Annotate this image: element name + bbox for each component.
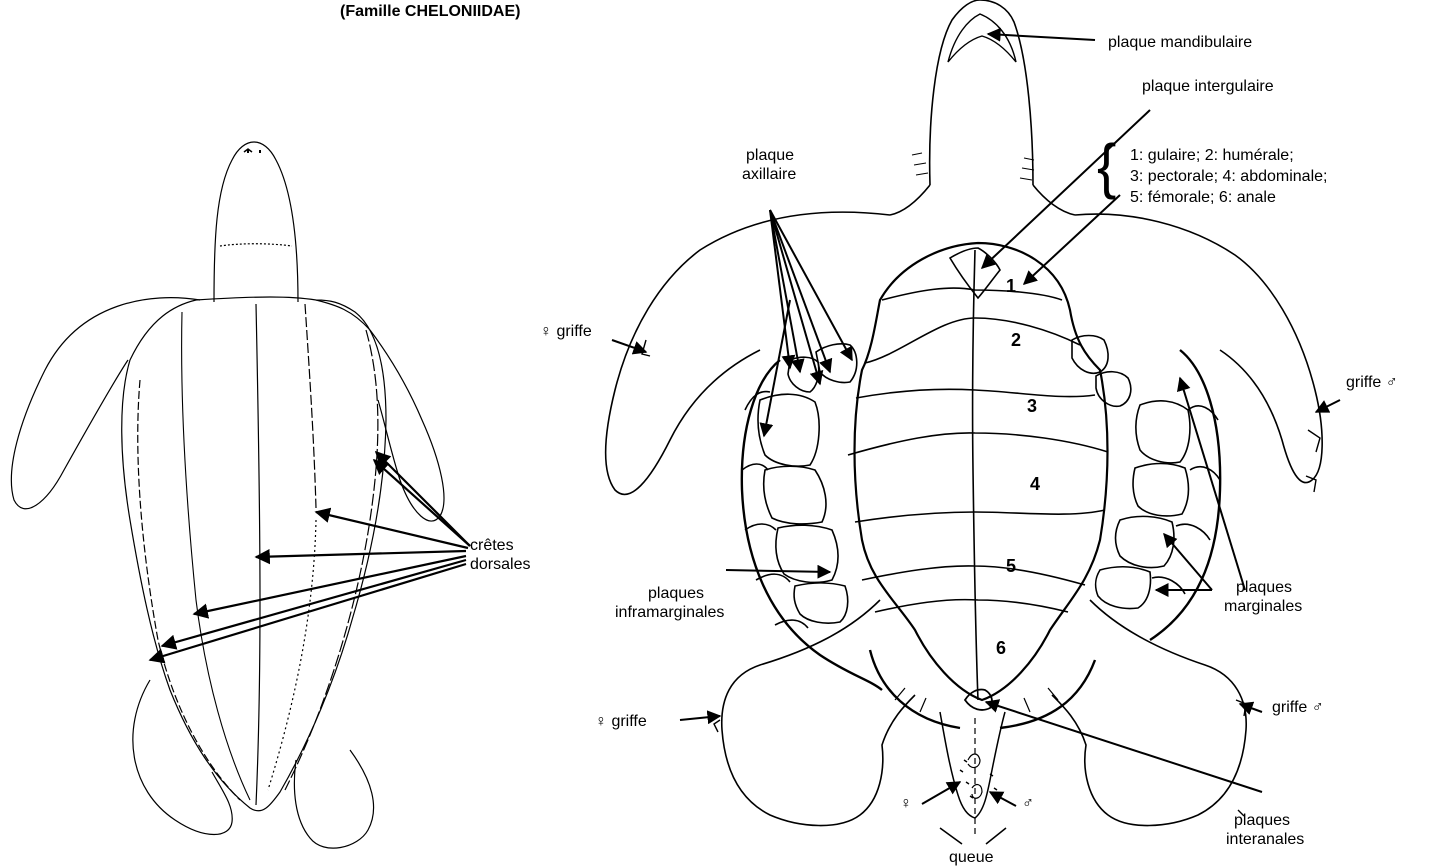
left-rear-flipper-ventral [722,600,915,826]
inframarginales-label-2: inframarginales [615,603,724,622]
interanales-label-2: interanales [1226,830,1304,849]
scute-number: 6 [996,638,1006,658]
scute-number: 4 [1030,474,1040,494]
tail [940,712,1005,818]
marginales-label-1: plaques [1236,578,1292,597]
right-front-flipper-ventral [1075,214,1322,483]
dorsal-ridge [182,312,250,800]
scute-number: 3 [1027,396,1037,416]
scute-number: 5 [1006,556,1016,576]
mandibular-plate [948,14,1016,62]
plaque-intergulaire-label: plaque intergulaire [1142,77,1274,96]
dorsal-ridge [285,330,378,790]
griffe-female-upper-label: ♀ griffe [540,322,592,341]
scute-number: 2 [1011,330,1021,350]
scutes-legend-2: 3: pectorale; 4: abdominale; [1130,167,1327,186]
scutes-legend-3: 5: fémorale; 6: anale [1130,188,1276,207]
plastron-outline [855,243,1108,700]
brace-icon: { [1097,137,1116,198]
leatherback-dorsal-drawing [11,142,444,848]
turtle-head [930,0,1033,185]
leatherback-head [214,142,298,302]
dorsal-ridge [138,380,240,800]
scute-number: 1 [1006,276,1016,296]
family-title: (Famille CHELONIIDAE) [340,2,520,21]
queue-label: queue [949,848,994,867]
right-rear-flipper-ventral [1052,600,1246,826]
right-rear-flipper [294,750,373,848]
left-front-flipper [11,298,200,509]
neck-fold [220,244,292,246]
left-rear-flipper [133,680,232,835]
queue-bracket [940,828,1006,844]
cheloniidae-ventral-drawing [606,0,1323,835]
interanales-label-1: plaques [1234,811,1290,830]
dorsal-ridge [305,304,316,508]
griffe-female-lower-label: ♀ griffe [595,712,647,731]
plaque-axillaire-label-2: axillaire [742,165,796,184]
right-front-flipper [316,300,444,521]
scutes-legend-1: 1: gulaire; 2: humérale; [1130,146,1294,165]
plaque-axillaire-label-1: plaque [746,146,794,165]
cretes-arrows [150,452,470,660]
female-symbol: ♀ [900,794,912,813]
dorsal-ridge [268,520,316,790]
male-symbol: ♂ [1022,794,1034,813]
cretes-label-1: crêtes [470,536,514,555]
marginales-label-2: marginales [1224,597,1302,616]
griffe-male-lower-label: griffe ♂ [1272,698,1324,717]
inframarginales-label-1: plaques [648,584,704,603]
cretes-label-2: dorsales [470,555,530,574]
dorsal-ridge [256,304,260,805]
plaque-mandibulaire-label: plaque mandibulaire [1108,33,1252,52]
griffe-male-upper-label: griffe ♂ [1346,373,1398,392]
